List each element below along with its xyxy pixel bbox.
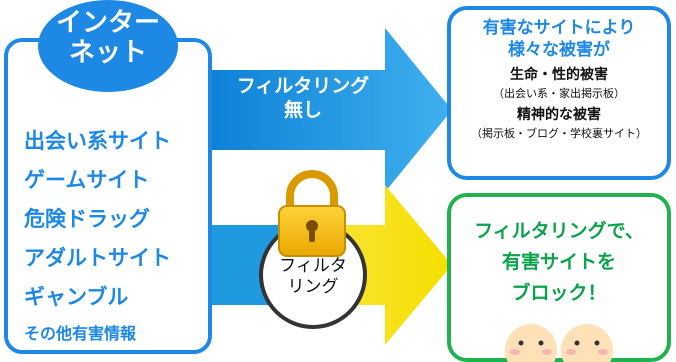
- harm-heading-line-2: 様々な被害が: [508, 40, 610, 60]
- internet-bubble: [38, 0, 178, 92]
- safe-box-text: フィルタリングで、 有害サイトを ブロック！: [451, 216, 667, 309]
- site-other: その他有害情報: [24, 324, 137, 343]
- safe-box: [447, 193, 671, 362]
- harm-heading-line-1: 有害なサイトにより: [482, 18, 636, 38]
- no-filter-arrow: [200, 28, 452, 192]
- harm-item2-title: 精神的な被害: [517, 107, 601, 123]
- smiling-face-right-icon: [561, 324, 613, 362]
- harm-box-text: 有害なサイトにより 様々な被害が 生命・性的被害 （出会い系・家出掲示板） 精神…: [451, 18, 667, 142]
- padlock-icon: [278, 170, 346, 257]
- harm-item1-title: 生命・性的被害: [510, 67, 608, 83]
- filter-badge-line-1: フィルタ: [279, 256, 347, 276]
- no-filter-label-line-2: 無し: [283, 99, 322, 121]
- site-game: ゲームサイト: [24, 168, 150, 192]
- internet-title-line-2: ネット: [68, 38, 147, 68]
- harm-item2-detail: （掲示板・ブログ・学校裏サイト）: [471, 127, 647, 140]
- smiling-face-left-icon: [505, 324, 557, 362]
- internet-site-list: 出会い系サイト ゲームサイト 危険ドラッグ アダルトサイト ギャンブル その他有…: [24, 122, 204, 351]
- site-gambling: ギャンブル: [24, 285, 129, 309]
- filter-badge-line-2: リング: [287, 277, 339, 297]
- safe-line-3: ブロック！: [511, 282, 607, 304]
- safe-line-1: フィルタリングで、: [474, 220, 644, 242]
- harm-item1-detail: （出会い系・家出掲示板）: [493, 87, 625, 100]
- no-filter-label: フィルタリング 無し: [218, 74, 388, 122]
- site-dating: 出会い系サイト: [24, 129, 171, 153]
- site-drugs: 危険ドラッグ: [24, 207, 150, 231]
- internet-title-line-1: インター: [55, 8, 160, 38]
- site-adult: アダルトサイト: [24, 246, 171, 270]
- internet-title: インター ネット: [40, 8, 176, 68]
- safe-line-2: 有害サイトを: [501, 251, 616, 273]
- harm-box: [447, 6, 671, 180]
- no-filter-label-line-1: フィルタリング: [236, 75, 370, 97]
- filter-badge-label: フィルタ リング: [263, 256, 363, 298]
